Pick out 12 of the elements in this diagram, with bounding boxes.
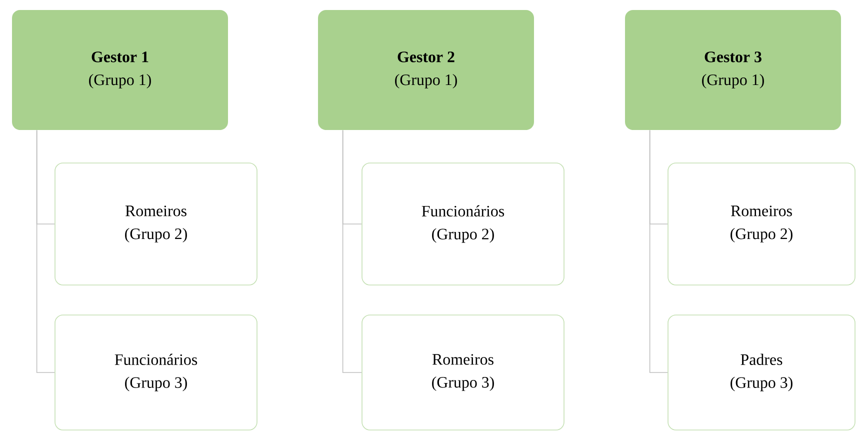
manager-box: Gestor 1 (Grupo 1): [12, 10, 228, 130]
group-box: Padres (Grupo 3): [668, 314, 856, 430]
manager-box: Gestor 2 (Grupo 1): [318, 10, 534, 130]
group-box: Romeiros (Grupo 3): [362, 314, 564, 430]
manager-box: Gestor 3 (Grupo 1): [625, 10, 841, 130]
connector-line: [36, 130, 55, 373]
connector-line: [342, 130, 362, 373]
group-box: Romeiros (Grupo 2): [54, 162, 258, 286]
group-box: Romeiros (Grupo 2): [668, 162, 856, 286]
connector-line: [649, 130, 668, 373]
group-box: Funcionários (Grupo 3): [54, 314, 258, 430]
group-box: Funcionários (Grupo 2): [362, 162, 564, 286]
